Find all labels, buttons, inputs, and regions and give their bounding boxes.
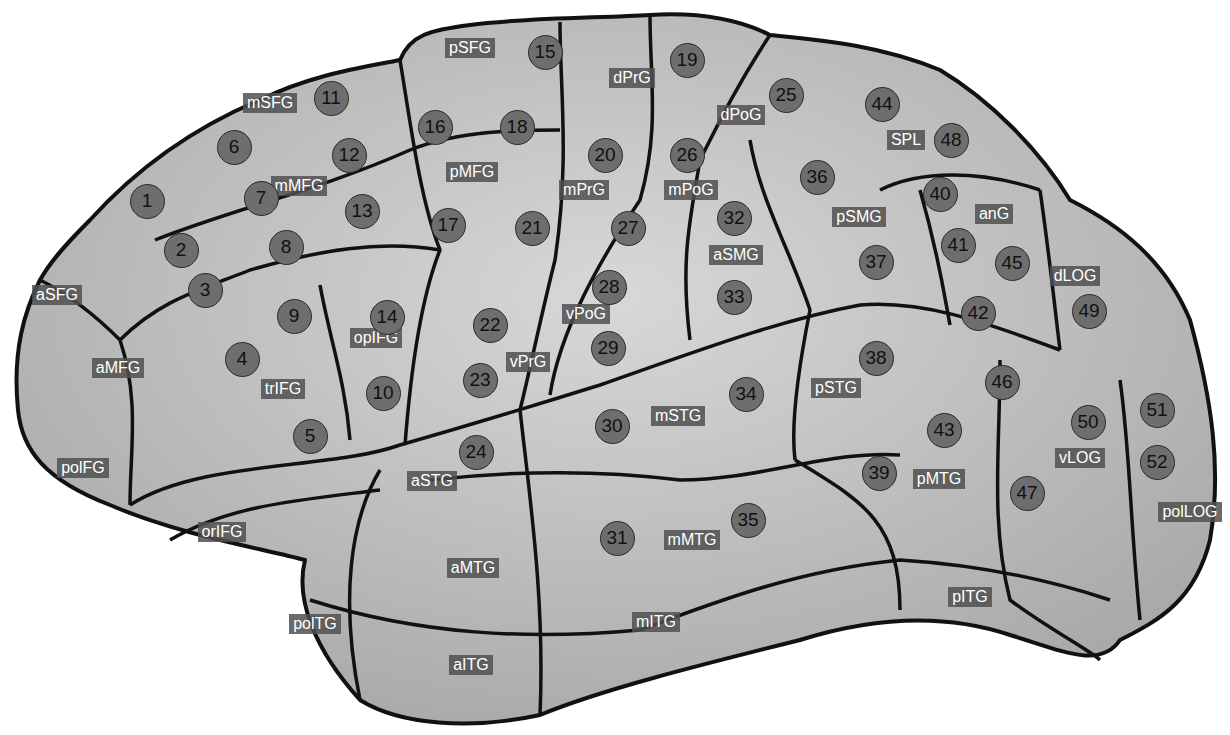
callout-number: 15 [528,35,563,70]
callout-number: 51 [1140,393,1175,428]
callout-number: 52 [1140,445,1175,480]
callout-number: 40 [923,177,958,212]
callout-number: 6 [217,130,252,165]
region-label: polLOG [1158,502,1221,522]
region-label: anG [975,204,1013,224]
callout-number: 39 [862,456,897,491]
callout-number: 22 [473,308,508,343]
callout-number: 32 [717,201,752,236]
callout-number: 2 [164,233,199,268]
region-label: dPoG [717,105,766,125]
callout-number: 26 [670,138,705,173]
callout-number: 21 [515,211,550,246]
region-label: pSTG [811,378,861,398]
callout-number: 31 [600,521,635,556]
region-label: vPoG [562,304,610,324]
brain-outline [17,14,1216,723]
region-label: aSMG [709,245,762,265]
region-label: dPrG [609,68,654,88]
callout-number: 24 [459,435,494,470]
region-label: mITG [632,612,680,632]
callout-number: 49 [1072,294,1107,329]
callout-number: 17 [431,208,466,243]
region-label: pMFG [446,162,498,182]
callout-number: 35 [731,503,766,538]
callout-number: 23 [463,363,498,398]
callout-number: 45 [995,246,1030,281]
callout-number: 27 [611,211,646,246]
region-label: vPrG [506,352,550,372]
region-label: orIFG [198,522,247,542]
callout-number: 13 [345,194,380,229]
callout-number: 9 [277,299,312,334]
region-label: mMTG [664,530,721,550]
callout-number: 33 [717,280,752,315]
callout-number: 14 [370,300,405,335]
callout-number: 46 [985,365,1020,400]
region-label: aSFG [32,285,82,305]
region-label: SPL [887,130,925,150]
callout-number: 44 [865,87,900,122]
callout-number: 20 [588,138,623,173]
region-label: mPrG [559,180,609,200]
callout-number: 18 [500,110,535,145]
callout-number: 47 [1010,476,1045,511]
callout-number: 50 [1071,405,1106,440]
region-label: pSFG [445,38,495,58]
callout-number: 19 [670,43,705,78]
region-label: mSFG [243,93,297,113]
region-label: dLOG [1050,266,1101,286]
callout-number: 48 [934,123,969,158]
callout-number: 43 [927,413,962,448]
region-label: polFG [57,458,109,478]
callout-number: 37 [859,245,894,280]
callout-number: 30 [595,409,630,444]
region-label: vLOG [1055,448,1105,468]
callout-number: 41 [941,228,976,263]
callout-number: 11 [314,81,349,116]
callout-number: 25 [769,78,804,113]
region-label: aITG [449,655,493,675]
callout-number: 34 [729,377,764,412]
region-label: mPoG [664,180,717,200]
region-label: mSTG [651,406,705,426]
callout-number: 3 [188,273,223,308]
callout-number: 5 [293,419,328,454]
callout-number: 38 [859,341,894,376]
callout-number: 28 [592,270,627,305]
callout-number: 42 [961,296,996,331]
callout-number: 7 [244,181,279,216]
callout-number: 12 [332,138,367,173]
callout-number: 8 [269,230,304,265]
region-label: aSTG [407,471,457,491]
region-label: pMTG [913,469,965,489]
region-label: pSMG [832,207,885,227]
callout-number: 1 [130,184,165,219]
region-label: aMFG [92,358,144,378]
region-label: mMFG [271,176,328,196]
callout-number: 10 [366,376,401,411]
callout-number: 4 [225,342,260,377]
callout-number: 16 [418,110,453,145]
region-label: aMTG [447,558,499,578]
region-label: trIFG [261,379,305,399]
callout-number: 36 [800,160,835,195]
callout-number: 29 [591,331,626,366]
region-label: polTG [289,614,341,634]
region-label: pITG [948,587,992,607]
region-borders [40,15,1140,715]
